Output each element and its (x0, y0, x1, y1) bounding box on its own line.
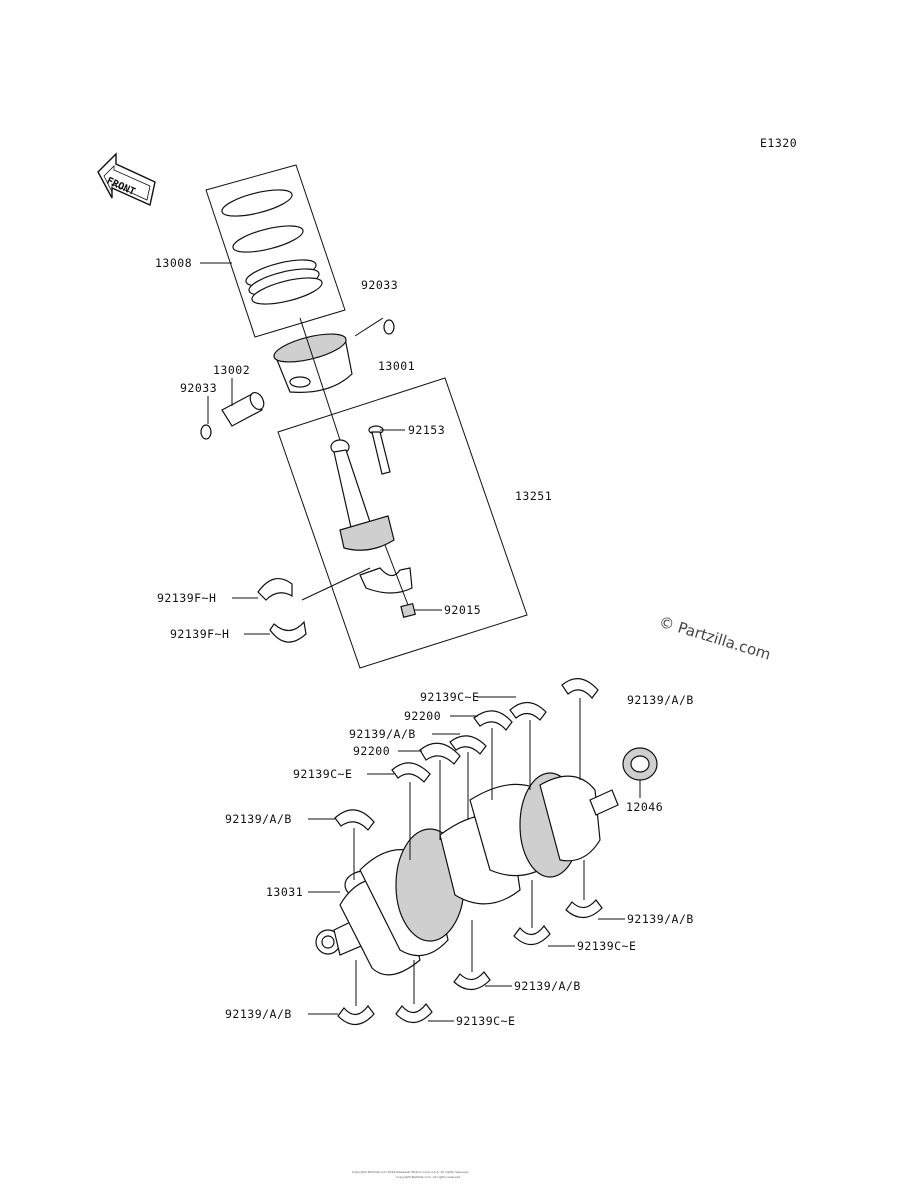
rod-bearing-upper (257, 577, 293, 601)
label-main-a6: 92139/A/B (225, 812, 292, 826)
rod-bearing-lower (269, 620, 307, 643)
label-rod-bearing-2: 92139F~H (170, 627, 229, 641)
diagram-code: E1320 (760, 136, 797, 150)
label-rod-bearing-1: 92139F~H (157, 591, 216, 605)
crankshaft (315, 772, 619, 976)
front-arrow-icon: FRONT (97, 152, 156, 206)
main-bearing-a6 (334, 809, 375, 831)
con-rod-assy-box (277, 377, 528, 669)
main-bearing-a1 (509, 701, 547, 721)
label-bolt: 92153 (408, 423, 445, 437)
label-piston: 13001 (378, 359, 415, 373)
main-bearing-a3 (449, 735, 487, 755)
drive-gear (622, 747, 658, 781)
piston-pin-clip-lower (200, 424, 212, 440)
piston (273, 333, 353, 393)
footer-line-1: Copyright Partzilla.com 2016 Kawasaki Mo… (352, 1170, 469, 1174)
label-main-a7: 92139/A/B (627, 693, 694, 707)
piston-pin-clip-upper (383, 319, 395, 335)
label-gear: 12046 (626, 800, 663, 814)
main-bearing-b2 (513, 925, 551, 946)
main-bearing-a4 (419, 742, 461, 765)
label-main-b5: 92139C~E (456, 1014, 515, 1028)
main-bearing-b1 (565, 899, 603, 919)
label-rings: 13008 (155, 256, 192, 270)
main-bearing-b5 (395, 1003, 433, 1024)
label-pin: 13002 (213, 363, 250, 377)
piston-rings (205, 164, 346, 338)
label-clip-lower: 92033 (180, 381, 217, 395)
footer-line-2: Copyright Partzilla.com, All rights rese… (396, 1175, 460, 1179)
main-bearing-a5 (391, 762, 431, 783)
con-rod-nut (400, 602, 417, 619)
label-nut: 92015 (444, 603, 481, 617)
main-bearing-b4 (337, 1005, 375, 1026)
main-bearing-b3 (453, 971, 491, 991)
label-main-a1: 92139C~E (420, 690, 479, 704)
label-main-b1: 92139/A/B (627, 912, 694, 926)
label-main-a3: 92139/A/B (349, 727, 416, 741)
piston-pin (221, 391, 265, 427)
con-rod-bolt (368, 425, 391, 475)
label-main-b3: 92139/A/B (514, 979, 581, 993)
watermark: © Partzilla.com (657, 613, 773, 664)
con-rod-cap (359, 567, 413, 594)
label-rod-assy: 13251 (515, 489, 552, 503)
label-main-a5: 92139C~E (293, 767, 352, 781)
main-bearing-a7 (561, 678, 599, 699)
main-bearing-a2 (473, 710, 513, 731)
label-main-b2: 92139C~E (577, 939, 636, 953)
label-main-a4: 92200 (353, 744, 390, 758)
leader-lines (200, 262, 641, 1022)
label-clip-upper: 92033 (361, 278, 398, 292)
label-main-b4: 92139/A/B (225, 1007, 292, 1021)
label-crank: 13031 (266, 885, 303, 899)
label-main-a2: 92200 (404, 709, 441, 723)
